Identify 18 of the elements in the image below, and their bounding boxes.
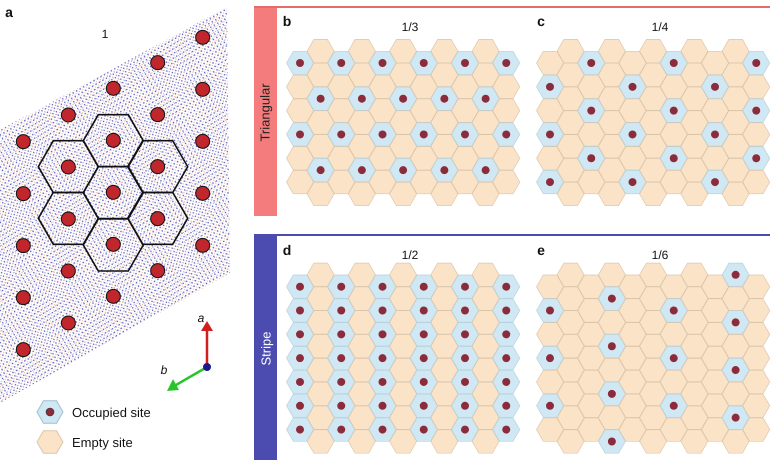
filling-fraction: 1/3 [402,20,418,34]
category-band [254,8,277,216]
filling-fraction: 1/2 [402,248,418,262]
panel-letter: b [282,13,292,29]
axis-label: a [198,311,204,325]
panel-letter: d [282,242,292,258]
legend-label: Occupied site [72,404,151,420]
panel-letter: a [5,4,13,20]
band-label: Triangular [258,82,273,142]
panel-letter: e [537,242,545,258]
filling-fraction: 1/6 [652,248,668,262]
filling-fraction: 1 [102,27,108,41]
panel-letter: c [537,13,545,29]
category-band [254,236,277,460]
legend-label: Empty site [72,434,133,450]
axis-label: b [160,363,168,377]
band-label: Stripe [258,331,273,365]
filling-fraction: 1/4 [652,20,668,34]
